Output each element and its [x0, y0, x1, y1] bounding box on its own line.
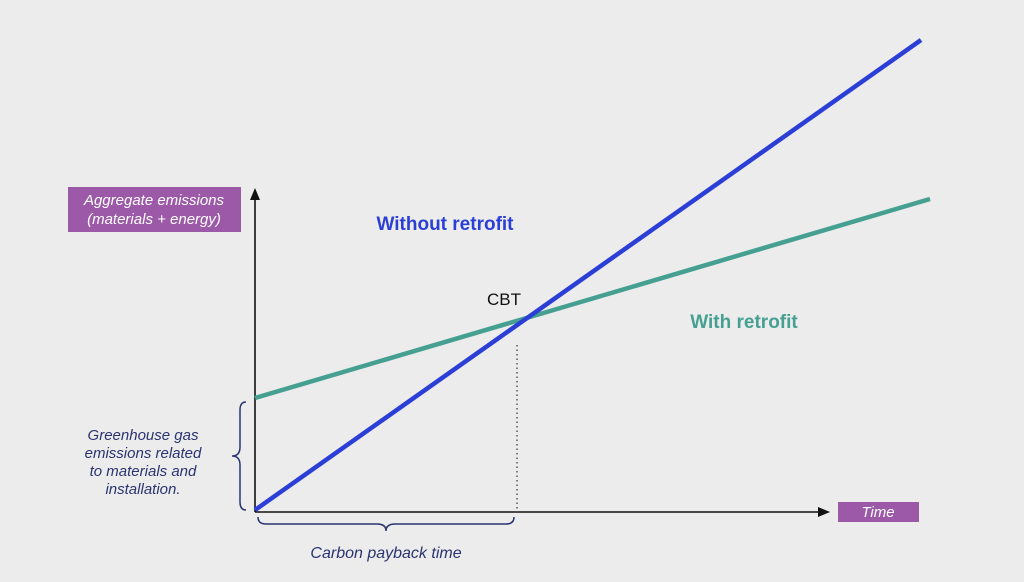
with-retrofit-label: With retrofit	[690, 312, 798, 333]
without-retrofit-line	[253, 38, 923, 512]
left-brace	[231, 401, 247, 511]
left-bracket-label-line2: emissions related	[85, 445, 202, 462]
left-bracket-label-line1: Greenhouse gas	[88, 427, 199, 444]
without-retrofit-label: Without retrofit	[376, 214, 514, 235]
with-retrofit-line	[254, 196, 931, 401]
x-axis-arrowhead	[818, 507, 830, 517]
y-axis-arrowhead	[250, 188, 260, 200]
cbt-label: CBT	[487, 290, 521, 309]
y-axis-label-box	[68, 187, 241, 232]
bottom-bracket-label: Carbon payback time	[310, 545, 461, 562]
left-bracket-label-line3: to materials and	[90, 463, 197, 480]
left-bracket-label-line4: installation.	[105, 481, 180, 498]
y-axis-label-line1: Aggregate emissions	[83, 192, 225, 209]
y-axis-label-line2: (materials + energy)	[87, 211, 221, 228]
x-axis-label: Time	[861, 504, 894, 521]
bottom-brace	[257, 516, 515, 532]
x-axis-label-box	[838, 502, 919, 522]
